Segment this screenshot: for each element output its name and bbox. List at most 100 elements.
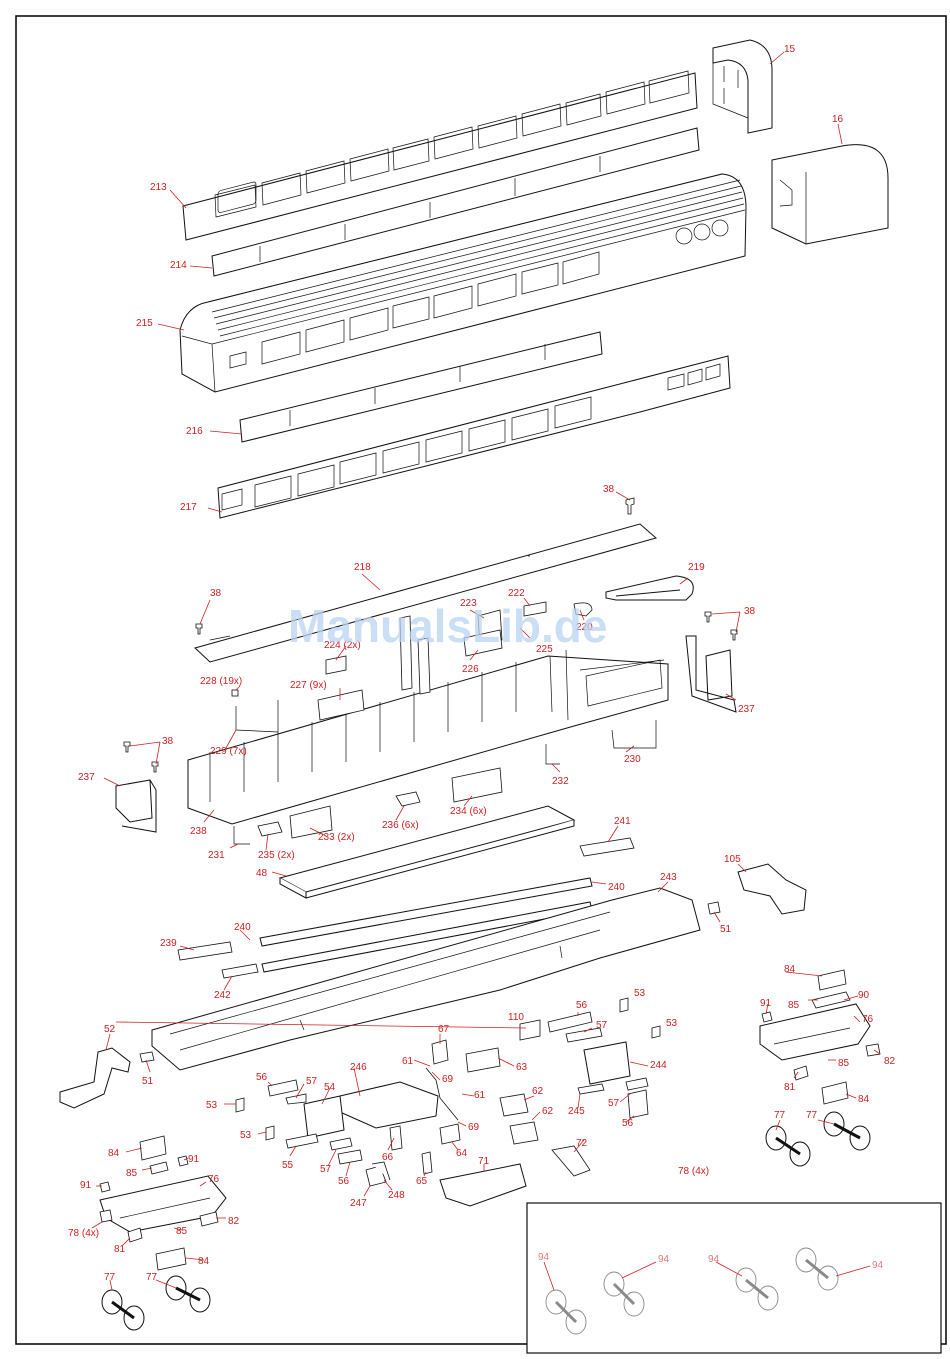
- callout-69: 69: [468, 1122, 480, 1133]
- callout-239: 239: [160, 938, 177, 949]
- callout-51: 51: [720, 924, 732, 935]
- callout-38: 38: [162, 736, 174, 747]
- callout-90: 90: [858, 990, 870, 1001]
- callout-38: 38: [744, 606, 756, 617]
- callout-62: 62: [532, 1086, 544, 1097]
- callout-215: 215: [136, 318, 153, 329]
- callout-237: 237: [78, 772, 95, 783]
- callout-94: 94: [708, 1254, 720, 1265]
- callout-105: 105: [724, 854, 741, 865]
- callout-94: 94: [538, 1252, 550, 1263]
- callout-57: 57: [608, 1098, 620, 1109]
- callout-85: 85: [176, 1226, 188, 1237]
- callout-226: 226: [462, 664, 479, 675]
- callout-82: 82: [228, 1216, 240, 1227]
- callout-64: 64: [456, 1148, 468, 1159]
- parts-239-242: [177, 941, 259, 979]
- callout-243: 243: [660, 872, 677, 883]
- part-218-floor-plate: [194, 523, 658, 663]
- callout-222: 222: [508, 588, 525, 599]
- callout-54: 54: [324, 1082, 336, 1093]
- part-51-clip: [707, 901, 721, 915]
- callout-227: 227 (9x): [290, 680, 327, 691]
- part-51-clip: [139, 1051, 155, 1063]
- callout-229: 229 (7x): [210, 746, 247, 757]
- part-16-end-cap: [771, 144, 889, 245]
- callout-245: 245: [568, 1106, 585, 1117]
- callout-85: 85: [788, 1000, 800, 1011]
- callout-238: 238: [190, 826, 207, 837]
- callout-57: 57: [320, 1164, 332, 1175]
- callout-53: 53: [634, 988, 646, 999]
- callout-230: 230: [624, 754, 641, 765]
- callout-218: 218: [354, 562, 371, 573]
- callout-53: 53: [666, 1018, 678, 1029]
- callout-72: 72: [576, 1138, 588, 1149]
- part-15-end-cap: [712, 39, 773, 134]
- callout-77: 77: [806, 1110, 818, 1121]
- callout-66: 66: [382, 1152, 394, 1163]
- callout-85: 85: [126, 1168, 138, 1179]
- inset-wheelset-box: [526, 1202, 942, 1354]
- callout-231: 231: [208, 850, 225, 861]
- callout-84: 84: [198, 1256, 210, 1267]
- callout-233: 233 (2x): [318, 832, 355, 843]
- callout-84: 84: [858, 1094, 870, 1105]
- truck-left-group: [99, 1135, 227, 1331]
- interior-seat-tub: [187, 649, 669, 825]
- callout-85: 85: [838, 1058, 850, 1069]
- callout-65: 65: [416, 1176, 428, 1187]
- callout-246: 246: [350, 1062, 367, 1073]
- callout-53: 53: [206, 1100, 218, 1111]
- callout-91: 91: [80, 1180, 92, 1191]
- callout-91: 91: [760, 998, 772, 1009]
- callout-224: 224 (2x): [324, 640, 361, 651]
- callout-242: 242: [214, 990, 231, 1001]
- callout-69: 69: [442, 1074, 454, 1085]
- callout-61: 61: [474, 1090, 486, 1101]
- callout-219: 219: [688, 562, 705, 573]
- part-52-coupler: [59, 1047, 131, 1109]
- callout-leaders: [91, 51, 881, 1291]
- part-38-screw: [123, 497, 738, 773]
- callout-240: 240: [234, 922, 251, 933]
- part-105-coupler: [737, 863, 807, 915]
- callout-55: 55: [282, 1160, 294, 1171]
- callout-56: 56: [256, 1072, 268, 1083]
- callout-94: 94: [658, 1254, 670, 1265]
- drive-components: [235, 997, 661, 1207]
- callout-248: 248: [388, 1190, 405, 1201]
- part-240-strip: [259, 877, 593, 973]
- callout-241: 241: [614, 816, 631, 827]
- callout-235: 235 (2x): [258, 850, 295, 861]
- callout-15: 15: [784, 44, 796, 55]
- callout-77: 77: [774, 1110, 786, 1121]
- callout-62: 62: [542, 1106, 554, 1117]
- callout-77: 77: [146, 1272, 158, 1283]
- watermark: ManualsLib.de: [288, 600, 607, 652]
- callout-78: 78 (4x): [678, 1166, 709, 1177]
- callout-84: 84: [784, 964, 796, 975]
- callout-57: 57: [306, 1076, 318, 1087]
- part-217-window-panel: [217, 355, 731, 519]
- callout-38: 38: [603, 484, 615, 495]
- callout-247: 247: [350, 1198, 367, 1209]
- callout-232: 232: [552, 776, 569, 787]
- seat-parts-233-236: [257, 767, 503, 839]
- callout-77: 77: [104, 1272, 116, 1283]
- callout-53: 53: [240, 1130, 252, 1141]
- small-interior-parts: [325, 601, 593, 695]
- callout-81: 81: [784, 1082, 796, 1093]
- callout-38: 38: [210, 588, 222, 599]
- callout-240: 240: [608, 882, 625, 893]
- part-241-plate: [579, 837, 635, 857]
- callout-213: 213: [150, 182, 167, 193]
- callout-81: 81: [114, 1244, 126, 1255]
- seat-parts-227-229: [231, 689, 365, 733]
- callout-225: 225: [536, 644, 553, 655]
- callout-51: 51: [142, 1076, 154, 1087]
- callout-82: 82: [884, 1056, 896, 1067]
- callout-63: 63: [516, 1062, 528, 1073]
- callout-214: 214: [170, 260, 187, 271]
